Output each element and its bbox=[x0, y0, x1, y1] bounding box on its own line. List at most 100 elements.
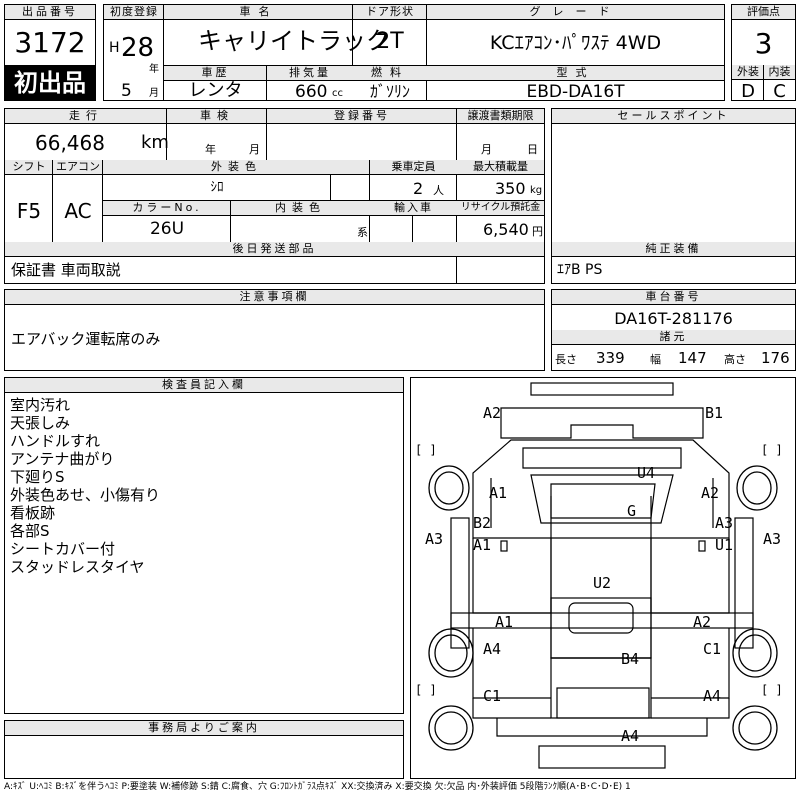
inspector-line: 室内汚れ bbox=[10, 396, 71, 414]
fuel: ｶﾞｿﾘﾝ bbox=[369, 82, 410, 101]
sales-point-box: セールスポイント 純正装備 ｴｱB PS bbox=[551, 108, 796, 284]
grade-label: グレード bbox=[427, 5, 724, 20]
displacement: 660 bbox=[295, 82, 328, 102]
reg-month: 5 bbox=[121, 81, 132, 101]
bracket-mark: [ ] bbox=[761, 683, 783, 697]
bracket-mark: [ ] bbox=[415, 443, 437, 457]
office-box: 事務局よりご案内 bbox=[4, 720, 404, 779]
legend: A:ｷｽﾞ U:ﾍｺﾐ B:ｷｽﾞを伴うﾍｺﾐ P:要塗装 W:補修跡 S:錆 … bbox=[4, 782, 631, 792]
inspector-line: ハンドルすれ bbox=[10, 432, 101, 450]
max-load: 350 bbox=[495, 179, 526, 198]
genuine-label: 純正装備 bbox=[552, 242, 795, 257]
chassis-number: DA16T-281176 bbox=[614, 309, 733, 328]
era: H bbox=[109, 40, 120, 56]
height-label: 高さ bbox=[724, 353, 746, 366]
width-label: 幅 bbox=[650, 353, 661, 366]
capacity-unit: 人 bbox=[433, 184, 444, 197]
inspector-line: シートカバー付 bbox=[10, 540, 116, 558]
damage-mark: U2 bbox=[593, 574, 611, 592]
caution-text: エアバック運転席のみ bbox=[11, 330, 161, 348]
inspector-label: 検査員記入欄 bbox=[5, 378, 403, 393]
capacity: 2 bbox=[413, 179, 424, 198]
month-unit: 月 bbox=[149, 88, 159, 99]
damage-mark: B1 bbox=[705, 404, 723, 422]
width: 147 bbox=[678, 349, 707, 367]
damage-mark: A4 bbox=[621, 727, 639, 745]
inspector-line: 各部S bbox=[10, 522, 50, 540]
interior-label: 内装 bbox=[764, 65, 795, 80]
ac-label: エアコン bbox=[53, 160, 103, 175]
lot-number-label: 出品番号 bbox=[5, 5, 95, 20]
bracket-mark: [ ] bbox=[761, 443, 783, 457]
damage-mark: U4 bbox=[637, 464, 655, 482]
header-grid: 初度登録 車名 ドア形状 グレード H 28 年 キャリイトラック 2T KCｴ… bbox=[103, 4, 725, 101]
transfer-label: 譲渡書類期限 bbox=[457, 109, 544, 124]
damage-mark: A4 bbox=[703, 687, 721, 705]
damage-mark: A3 bbox=[425, 530, 443, 548]
inspection-label: 車検 bbox=[167, 109, 267, 124]
capacity-label: 乗車定員 bbox=[370, 160, 457, 175]
inspector-box: 検査員記入欄 室内汚れ 天張しみ ハンドルすれ アンテナ曲がり 下廻りS 外装色… bbox=[4, 377, 404, 714]
inspection-year: 年 bbox=[205, 143, 216, 156]
height: 176 bbox=[761, 349, 790, 367]
damage-mark: C1 bbox=[483, 687, 501, 705]
first-listing-badge: 初出品 bbox=[4, 66, 96, 101]
first-reg-label: 初度登録 bbox=[104, 5, 164, 20]
load-label: 最大積載量 bbox=[457, 160, 544, 175]
score-label: 評価点 bbox=[732, 5, 795, 20]
damage-mark: G bbox=[627, 502, 636, 520]
damage-mark: C1 bbox=[703, 640, 721, 658]
damage-diagram-box: [ ] [ ] [ ] [ ] A2 B1 U4 A1 A2 G B2 A3 A… bbox=[410, 377, 796, 779]
reg-year: 28 bbox=[121, 33, 155, 63]
shift-label: シフト bbox=[5, 160, 53, 175]
inspection-month: 月 bbox=[249, 143, 260, 156]
damage-mark: A3 bbox=[715, 514, 733, 532]
interior-color-unit: 系 bbox=[357, 226, 368, 239]
damage-diagram: [ ] [ ] [ ] [ ] A2 B1 U4 A1 A2 G B2 A3 A… bbox=[415, 382, 783, 769]
score: 3 bbox=[754, 27, 773, 60]
interior-color-label: 内装色 bbox=[231, 200, 370, 216]
chassis-box: 車台番号 DA16T-281176 諸元 長さ 339 幅 147 高さ 176 bbox=[551, 289, 796, 371]
color-label: 外装色 bbox=[103, 160, 370, 175]
office-label: 事務局よりご案内 bbox=[5, 721, 403, 736]
caution-box: 注意事項欄 エアバック運転席のみ bbox=[4, 289, 545, 371]
recycle-unit: 円 bbox=[532, 225, 543, 238]
mileage-label: 走行 bbox=[5, 109, 167, 124]
chassis-label: 車台番号 bbox=[552, 290, 795, 305]
load-unit: kg bbox=[530, 185, 543, 196]
sales-point-label: セールスポイント bbox=[552, 109, 795, 124]
inspector-line: 天張しみ bbox=[10, 414, 71, 432]
model-label: 型式 bbox=[427, 65, 724, 81]
exterior-grade: D bbox=[741, 81, 755, 102]
lot-number: 3172 bbox=[14, 26, 86, 59]
door-type: 2T bbox=[376, 29, 404, 54]
later-parts-label: 後日発送部品 bbox=[5, 242, 544, 257]
inspector-line: 下廻りS bbox=[10, 468, 65, 486]
car-name-label: 車名 bbox=[164, 5, 353, 20]
inspector-notes: 室内汚れ 天張しみ ハンドルすれ アンテナ曲がり 下廻りS 外装色あせ、小傷有り… bbox=[10, 396, 160, 576]
grade: KCｴｱｺﾝ･ﾊﾟﾜｽﾃ 4WD bbox=[489, 32, 662, 54]
transfer-month: 月 bbox=[481, 143, 492, 156]
genuine-equipment: ｴｱB PS bbox=[557, 262, 603, 278]
displacement-unit: cc bbox=[332, 88, 343, 99]
length-label: 長さ bbox=[555, 353, 577, 366]
import-label: 輸入車 bbox=[370, 200, 457, 216]
recycle-fee: 6,540 bbox=[483, 220, 529, 239]
color-no-label: カラーNo. bbox=[103, 200, 231, 216]
inspector-line: 看板跡 bbox=[10, 504, 56, 522]
history: レンタ bbox=[188, 80, 243, 101]
color-number: 26U bbox=[149, 219, 185, 239]
exterior-color: ｼﾛ bbox=[210, 180, 224, 195]
dims-label: 諸元 bbox=[552, 330, 795, 345]
mileage: 66,468 bbox=[35, 131, 105, 155]
inspector-line: スタッドレスタイヤ bbox=[10, 558, 145, 576]
damage-mark: A1 bbox=[495, 613, 513, 631]
exterior-label: 外装 bbox=[732, 65, 764, 80]
damage-mark: A2 bbox=[483, 404, 501, 422]
model: EBD-DA16T bbox=[526, 82, 625, 102]
length: 339 bbox=[596, 349, 625, 367]
damage-mark: A4 bbox=[483, 640, 501, 658]
damage-mark: A1 bbox=[489, 484, 507, 502]
displacement-label: 排気量 bbox=[267, 65, 353, 81]
mileage-unit: km bbox=[141, 132, 169, 153]
